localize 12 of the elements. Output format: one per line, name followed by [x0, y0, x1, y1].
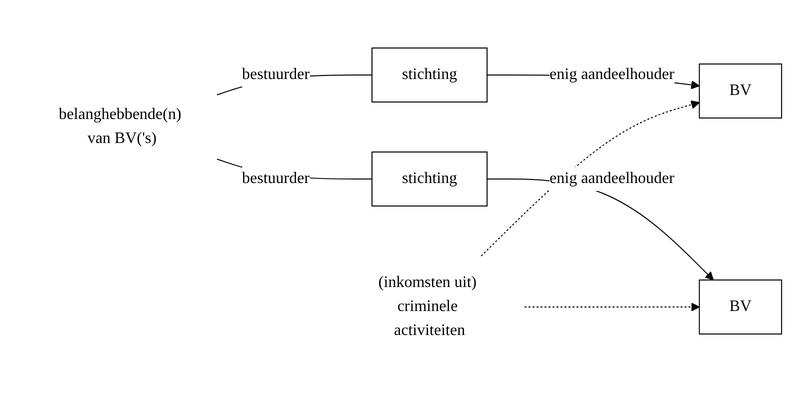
node-box: BV	[698, 63, 782, 118]
node-box: stichting	[371, 47, 488, 102]
node-text: belanghebbende(n) van BV('s)	[58, 106, 181, 146]
node-box: stichting	[371, 151, 488, 206]
edge-label: bestuurder	[242, 66, 310, 82]
node-box: BV	[698, 279, 782, 334]
arrow	[480, 100, 700, 256]
node-text: (inkomsten uit) criminele activiteiten	[378, 274, 476, 338]
edge-label: enig aandeelhouder	[549, 170, 674, 186]
edge-label: bestuurder	[242, 170, 310, 186]
edge-label: enig aandeelhouder	[549, 66, 674, 82]
arrow	[524, 302, 700, 311]
